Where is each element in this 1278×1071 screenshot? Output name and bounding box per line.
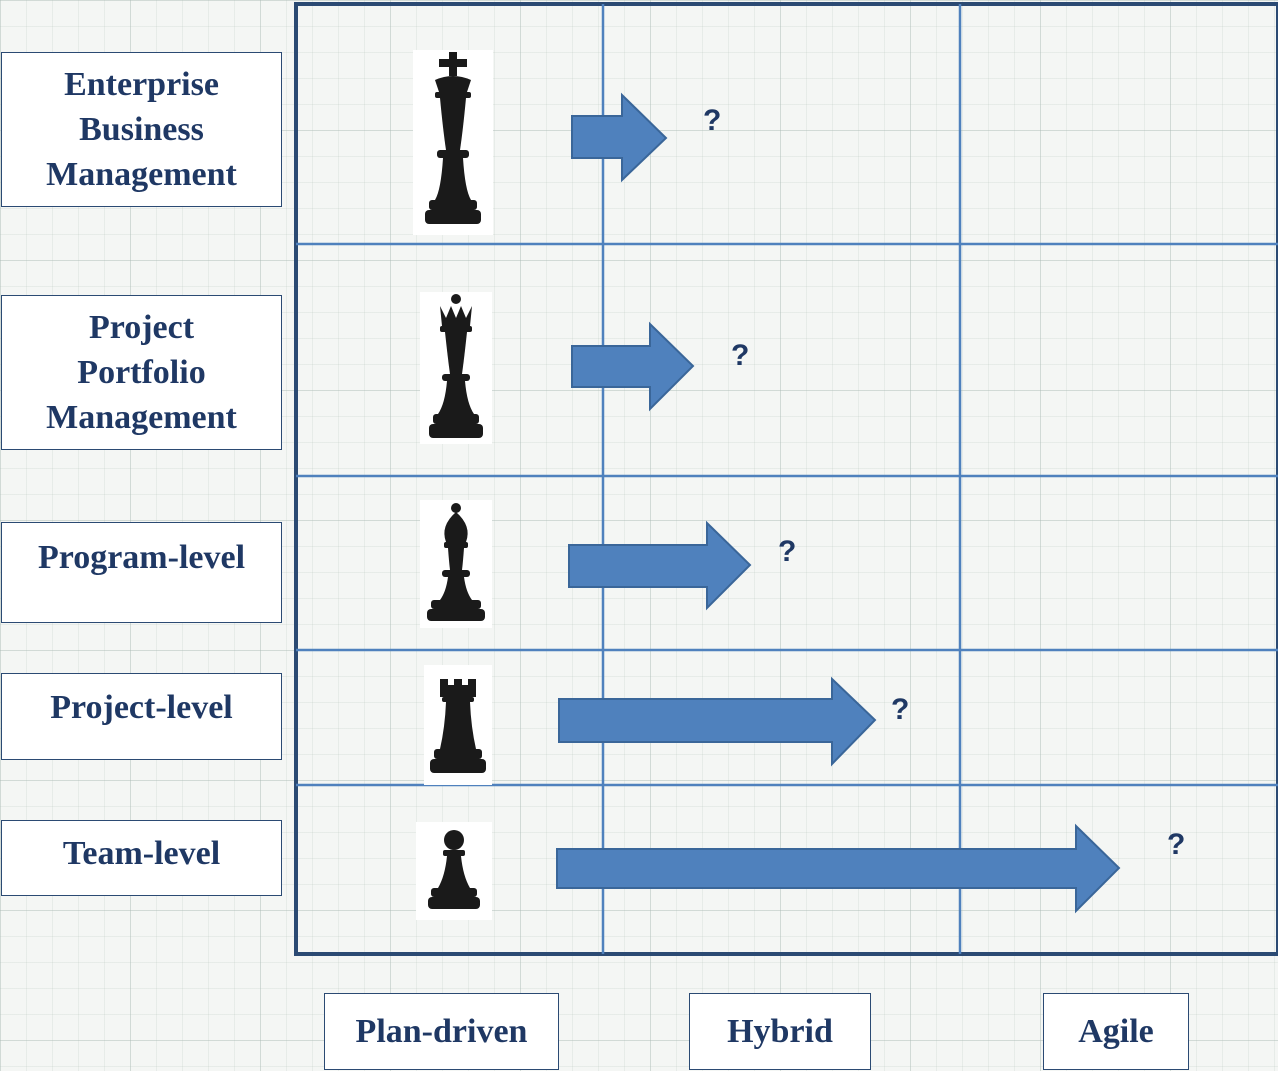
matrix-frame <box>294 2 1278 956</box>
row-label-team-level: Team-level <box>1 820 282 896</box>
arrow-program <box>568 520 752 611</box>
row-label-enterprise-business-management: Enterprise Business Management <box>1 52 282 207</box>
row-label-text: Enterprise Business Management <box>46 66 237 193</box>
arrow-enterprise <box>571 92 668 183</box>
arrow-project <box>558 676 877 767</box>
row-label-project-portfolio-management: Project Portfolio Management <box>1 295 282 450</box>
king-icon <box>413 50 493 235</box>
question-marker-program: ? <box>778 535 797 568</box>
row-label-text: Project-level <box>50 689 233 726</box>
question-marker-enterprise: ? <box>703 104 722 137</box>
column-label-text: Plan-driven <box>355 1012 528 1050</box>
column-label-plan-driven: Plan-driven <box>324 993 559 1070</box>
row-label-program-level: Program-level <box>1 522 282 623</box>
arrow-portfolio <box>571 321 695 412</box>
question-marker-portfolio: ? <box>731 339 750 372</box>
column-label-hybrid: Hybrid <box>689 993 871 1070</box>
row-label-text: Team-level <box>62 835 221 872</box>
column-label-agile: Agile <box>1043 993 1189 1070</box>
column-label-text: Hybrid <box>727 1012 833 1050</box>
question-marker-project: ? <box>891 693 910 726</box>
pawn-icon <box>416 822 492 920</box>
queen-icon <box>420 292 492 444</box>
column-label-text: Agile <box>1078 1012 1154 1050</box>
row-label-text: Program-level <box>37 539 246 576</box>
arrow-team <box>556 823 1121 914</box>
rook-icon <box>424 665 492 785</box>
row-label-project-level: Project-level <box>1 673 282 760</box>
row-label-text: Project Portfolio Management <box>46 309 237 436</box>
bishop-icon <box>420 500 492 628</box>
question-marker-team: ? <box>1167 828 1186 861</box>
